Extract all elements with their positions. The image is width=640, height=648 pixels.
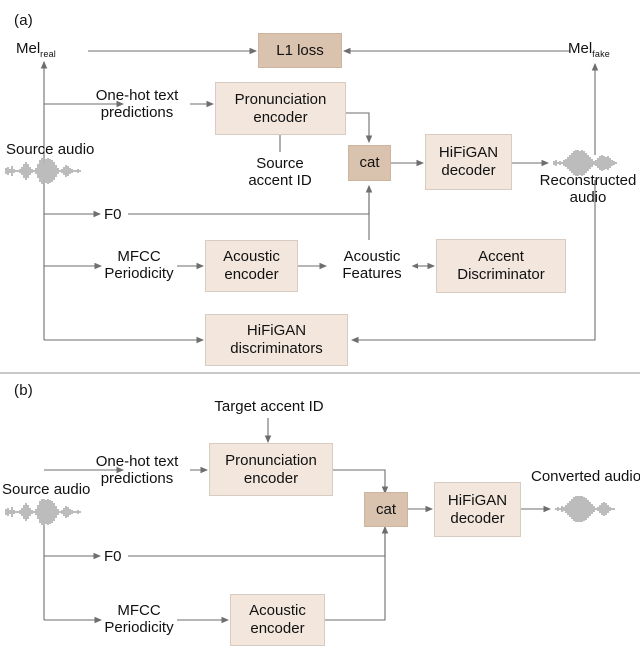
source-audio-label-a: Source audio bbox=[6, 141, 95, 158]
panel-a-label: (a) bbox=[14, 12, 33, 29]
mel-fake-label: Melfake bbox=[568, 40, 640, 63]
one-hot-text-predictions-label-a: One-hot text predictions bbox=[95, 87, 179, 121]
acoustic-features-label: Acoustic Features bbox=[342, 248, 402, 282]
mel-real-label: Melreal bbox=[16, 40, 96, 63]
converted-audio-label: Converted audio bbox=[531, 468, 640, 485]
target-accent-id-label: Target accent ID bbox=[214, 398, 324, 415]
box-pronunciation-encoder-a[interactable]: Pronunciation encoder bbox=[215, 82, 346, 135]
source-accent-id-label: Source accent ID bbox=[248, 155, 312, 189]
mel-real-base: Mel bbox=[16, 40, 41, 57]
source-audio-label-b: Source audio bbox=[2, 481, 91, 498]
f0-label-a: F0 bbox=[104, 206, 122, 223]
mfcc-periodicity-label-a: MFCC Periodicity bbox=[104, 248, 174, 282]
f0-label-b: F0 bbox=[104, 548, 122, 565]
reconstructed-audio-label: Reconstructed audio bbox=[539, 172, 637, 206]
box-acoustic-encoder-b[interactable]: Acoustic encoder bbox=[230, 594, 325, 646]
box-hifigan-decoder-a[interactable]: HiFiGAN decoder bbox=[425, 134, 512, 190]
box-hifigan-decoder-b[interactable]: HiFiGAN decoder bbox=[434, 482, 521, 537]
panel-b: (b) bbox=[0, 374, 640, 648]
mel-fake-base: Mel bbox=[568, 40, 593, 57]
box-acoustic-encoder-a[interactable]: Acoustic encoder bbox=[205, 240, 298, 292]
box-l1-loss[interactable]: L1 loss bbox=[258, 33, 342, 68]
mfcc-periodicity-label-b: MFCC Periodicity bbox=[104, 602, 174, 636]
waveform-reconstructed-audio bbox=[553, 150, 617, 176]
box-cat-b[interactable]: cat bbox=[364, 492, 408, 527]
mel-fake-subscript: fake bbox=[592, 49, 610, 59]
box-hifigan-discriminators[interactable]: HiFiGAN discriminators bbox=[205, 314, 348, 366]
mel-real-subscript: real bbox=[40, 49, 56, 59]
box-accent-discriminator[interactable]: Accent Discriminator bbox=[436, 239, 566, 293]
waveform-source-audio-b bbox=[5, 499, 81, 525]
box-cat-a[interactable]: cat bbox=[348, 145, 391, 181]
waveform-source-audio-a bbox=[5, 158, 81, 184]
waveform-converted-audio bbox=[555, 496, 615, 522]
box-pronunciation-encoder-b[interactable]: Pronunciation encoder bbox=[209, 443, 333, 496]
one-hot-text-predictions-label-b: One-hot text predictions bbox=[95, 453, 179, 487]
panel-b-label: (b) bbox=[14, 382, 33, 399]
panel-a: (a) bbox=[14, 12, 33, 29]
panel-divider bbox=[0, 372, 640, 374]
